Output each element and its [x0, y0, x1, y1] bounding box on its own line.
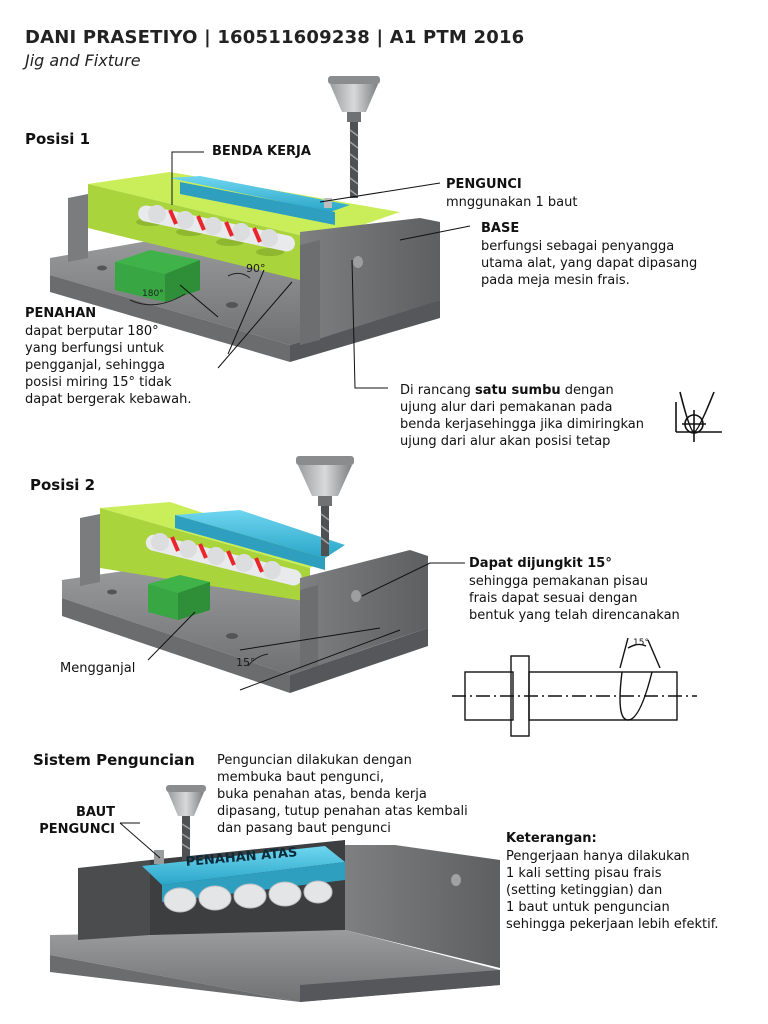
page-subtitle: Jig and Fixture — [25, 51, 141, 70]
label-pengunci-2: PENGUNCI — [39, 822, 115, 837]
penahan-desc-line: dapat bergerak kebawah. — [25, 392, 192, 407]
label-base: BASE — [481, 221, 520, 236]
sumbu-desc-line: benda kerjasehingga jika dimiringkan — [400, 417, 645, 432]
pengunci-desc: mnggunakan 1 baut — [446, 195, 578, 210]
posisi1-leaders — [171, 151, 471, 389]
label-pengunci: PENGUNCI — [446, 177, 522, 192]
posisi1-heading: Posisi 1 — [25, 130, 91, 148]
keterangan-title: Keterangan: — [506, 831, 597, 846]
keterangan-line: 1 kali setting pisau frais — [506, 866, 662, 881]
posisi2-leaders — [147, 562, 465, 691]
angle-180-label: 180° — [142, 289, 164, 299]
penahan-atas-bar — [142, 846, 345, 885]
label-baut: BAUT — [76, 805, 115, 820]
sumbu-desc-pre: Di rancang — [400, 383, 476, 398]
angle-90-label: 90° — [246, 262, 266, 275]
sumbu-desc-post: dengan — [560, 383, 614, 398]
dijungkit-desc: sehingga pemakanan pisau frais dapat ses… — [469, 573, 680, 624]
sumbu-symbol — [675, 391, 722, 442]
posisi2-jig — [62, 456, 428, 693]
label-dijungkit: Dapat dijungkit 15° — [469, 556, 612, 571]
angle-15-label: 15° — [236, 656, 256, 669]
penahan-desc-line: pengganjal, sehingga — [25, 358, 165, 373]
workpieces-3 — [163, 880, 333, 913]
angle-15-drawing-label: 15° — [633, 638, 649, 648]
milling-tool-1 — [328, 76, 380, 198]
milling-tool-2 — [296, 456, 354, 556]
penahan-desc-line: posisi miring 15° tidak — [25, 375, 172, 390]
cyan-clamp-2 — [175, 510, 345, 558]
posisi2-heading: Posisi 2 — [30, 476, 96, 494]
side-wall — [300, 218, 440, 345]
keterangan-desc: Pengerjaan hanya dilakukan 1 kali settin… — [506, 848, 718, 933]
label-mengganjal: Mengganjal — [60, 661, 136, 676]
sistem-desc: Penguncian dilakukan dengan membuka baut… — [217, 752, 468, 837]
base-desc-line: pada meja mesin frais. — [481, 273, 630, 288]
penahan-desc-line: yang berfungsi untuk — [25, 341, 165, 356]
keterangan-line: 1 baut untuk penguncian — [506, 900, 670, 915]
base-desc-line: berfungsi sebagai penyangga — [481, 239, 675, 254]
sistem-desc-line: membuka baut pengunci, — [217, 770, 385, 785]
dijungkit-desc-line: frais dapat sesuai dengan — [469, 591, 638, 606]
sumbu-desc-line: ujung dari alur akan posisi tetap — [400, 434, 611, 449]
dijungkit-desc-line: bentuk yang telah direncanakan — [469, 608, 680, 623]
base-desc-line: utama alat, yang dapat dipasang — [481, 256, 698, 271]
label-benda-kerja: BENDA KERJA — [212, 144, 311, 159]
sistem-desc-line: dipasang, tutup penahan atas kembali — [217, 804, 468, 819]
side-wall-3 — [345, 845, 500, 968]
penahan-desc-line: dapat berputar 180° — [25, 324, 159, 339]
workpiece-cylinders — [138, 205, 296, 252]
sistem-desc-line: dan pasang baut pengunci — [217, 821, 391, 836]
penahan-desc: dapat berputar 180° yang berfungsi untuk… — [25, 323, 192, 408]
keterangan-line: Pengerjaan hanya dilakukan — [506, 849, 690, 864]
sistem-desc-line: buka penahan atas, benda kerja — [217, 787, 427, 802]
sistem-heading: Sistem Penguncian — [33, 751, 195, 769]
dijungkit-desc-line: sehingga pemakanan pisau — [469, 574, 649, 589]
cyan-clamp — [170, 176, 350, 212]
sumbu-desc: Di rancang satu sumbu dengan ujung alur … — [400, 382, 644, 450]
label-penahan: PENAHAN — [25, 306, 97, 321]
keterangan-line: sehingga pekerjaan lebih efektif. — [506, 917, 719, 932]
sumbu-desc-line: ujung alur dari pemakanan pada — [400, 400, 613, 415]
technical-drawing — [452, 637, 697, 737]
sumbu-desc-bold: satu sumbu — [475, 383, 561, 398]
posisi1-jig — [50, 76, 440, 362]
page-title: DANI PRASETIYO | 160511609238 | A1 PTM 2… — [25, 27, 525, 48]
milling-tool-3 — [166, 785, 206, 860]
sistem-desc-line: Penguncian dilakukan dengan — [217, 753, 412, 768]
base-desc: berfungsi sebagai penyangga utama alat, … — [481, 238, 697, 289]
keterangan-line: (setting ketinggian) dan — [506, 883, 663, 898]
sistem-jig — [50, 785, 500, 1002]
